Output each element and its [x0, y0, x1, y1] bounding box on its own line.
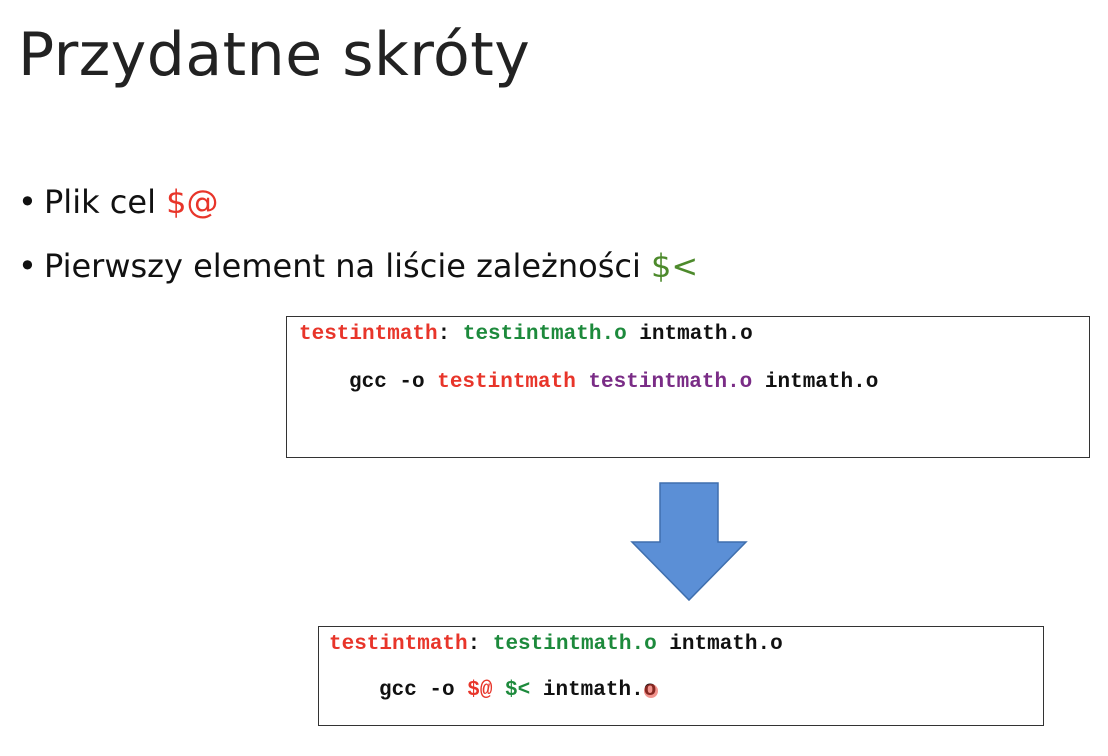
code-command: gcc -o: [379, 679, 468, 702]
code-input-first: testintmath.o: [588, 371, 753, 394]
code-block-after: testintmath: testintmath.o intmath.o gcc…: [318, 626, 1044, 726]
bullet-dot: •: [18, 183, 37, 221]
code-space: [657, 633, 670, 656]
code-block-before: testintmath: testintmath.o intmath.o gcc…: [286, 316, 1090, 458]
code-line-rule: testintmath: testintmath.o intmath.o: [299, 323, 753, 346]
slide-title: Przydatne skróty: [18, 20, 531, 90]
code-separator: :: [437, 323, 463, 346]
bullet-highlight: $<: [651, 247, 699, 285]
code-dependency-first: testintmath.o: [492, 633, 657, 656]
code-space: [530, 679, 543, 702]
code-output-automatic-variable: $@: [467, 679, 493, 702]
code-space: [576, 371, 589, 394]
code-dependency-first: testintmath.o: [462, 323, 627, 346]
code-input-second: intmath.o: [542, 679, 657, 702]
bullet-dot: •: [18, 247, 37, 285]
code-line-rule: testintmath: testintmath.o intmath.o: [329, 633, 783, 656]
code-output: testintmath: [437, 371, 576, 394]
bullet-item-target-file: •Plik cel $@: [18, 180, 698, 244]
code-command: gcc -o: [349, 371, 438, 394]
code-space: [752, 371, 765, 394]
code-space: [492, 679, 505, 702]
bullet-text: Plik cel: [44, 183, 167, 221]
arrow-down-shape: [630, 482, 748, 602]
arrow-down-icon: [630, 482, 748, 602]
bullet-highlight: $@: [166, 183, 219, 221]
bullet-text: Pierwszy element na liście zależności: [44, 247, 652, 285]
pointer-highlight: [644, 684, 658, 698]
code-target: testintmath: [299, 323, 438, 346]
code-dependency-second: intmath.o: [639, 323, 753, 346]
code-line-command: gcc -o testintmath testintmath.o intmath…: [349, 371, 878, 394]
code-input-automatic-variable: $<: [505, 679, 531, 702]
code-target: testintmath: [329, 633, 468, 656]
code-space: [627, 323, 640, 346]
bullet-item-first-dependency: •Pierwszy element na liście zależności $…: [18, 244, 698, 308]
code-dependency-second: intmath.o: [669, 633, 783, 656]
bullet-list: •Plik cel $@ •Pierwszy element na liście…: [18, 180, 698, 308]
code-line-command: gcc -o $@ $< intmath.o: [379, 679, 656, 702]
code-input-second: intmath.o: [764, 371, 879, 394]
code-separator: :: [467, 633, 493, 656]
